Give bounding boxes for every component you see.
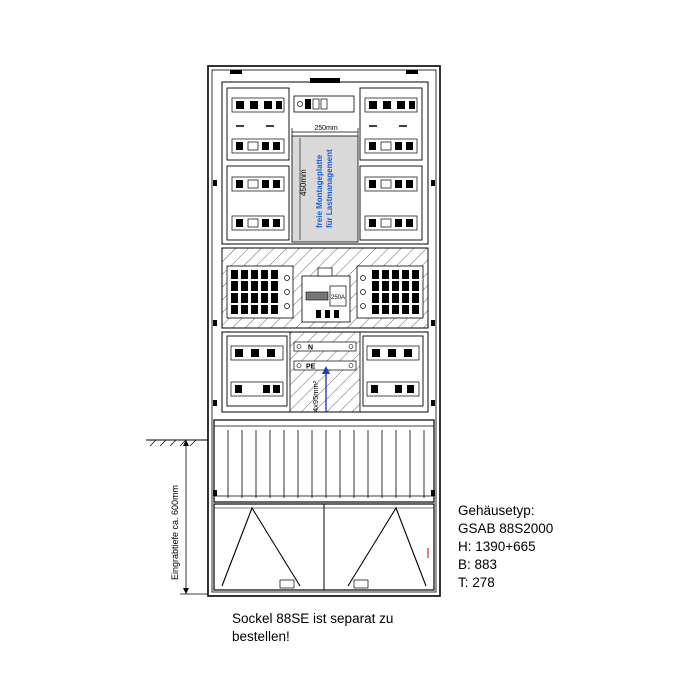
meter-field-low-right — [362, 335, 424, 407]
cable-slots — [227, 430, 425, 498]
cable-spec-label: 4x95mm² — [311, 380, 320, 412]
main-switch: 250A — [301, 267, 351, 323]
depth-dimension — [180, 440, 208, 595]
cable-arrow-head — [322, 366, 330, 374]
ground-line — [146, 439, 208, 447]
free-mounting-plate — [291, 135, 359, 243]
terminal-strip-top — [293, 95, 355, 113]
base-note-line-1: Sockel 88SE ist separat zu — [232, 611, 394, 626]
fuse-block-right — [356, 265, 424, 319]
busbar-n-label: N — [308, 345, 313, 352]
specs-height: H: 1390+665 — [458, 539, 536, 554]
meter-field-low-left — [226, 335, 288, 407]
dimension-width: 250mm — [291, 125, 359, 136]
specs-width: B: 883 — [458, 557, 498, 572]
top-lid — [310, 78, 340, 83]
meter-field-top-left — [226, 87, 290, 161]
switch-rating-label: 250A — [331, 295, 345, 301]
housing-specs: Gehäusetyp: GSAB 88S2000 H: 1390+665 B: … — [458, 502, 553, 592]
cable-compartment — [213, 419, 435, 503]
top-clip-left — [230, 70, 242, 74]
depth-label: Eingrabtiefe ca. 600mm — [170, 485, 180, 580]
plate-label-2: für Lastmanagement — [325, 149, 334, 228]
meter-section — [221, 81, 429, 245]
specs-depth: T: 278 — [458, 575, 495, 590]
base-note: Sockel 88SE ist separat zu bestellen! — [232, 610, 432, 646]
specs-heading: Gehäusetyp: — [458, 503, 535, 518]
plate-label-1: freie Montageplatte — [315, 154, 324, 228]
top-clip-right — [406, 70, 418, 74]
meter-field-mid-left — [226, 165, 290, 241]
meter-field-mid-right — [359, 165, 423, 241]
dimension-width-label: 250mm — [314, 125, 338, 132]
busbar-n: N — [293, 341, 357, 352]
dimension-height-label: 450mm — [299, 169, 308, 196]
base-struts — [221, 506, 427, 587]
cabinet-outline — [207, 65, 441, 597]
base-note-line-2: bestellen! — [232, 629, 290, 644]
meter-field-top-right — [359, 87, 423, 161]
cabinet-inner-outline — [211, 69, 437, 593]
specs-model: GSAB 88S2000 — [458, 521, 554, 536]
side-fixings — [213, 180, 435, 496]
fuse-block-left — [226, 265, 294, 319]
busbar-pe-label: PE — [306, 364, 316, 371]
